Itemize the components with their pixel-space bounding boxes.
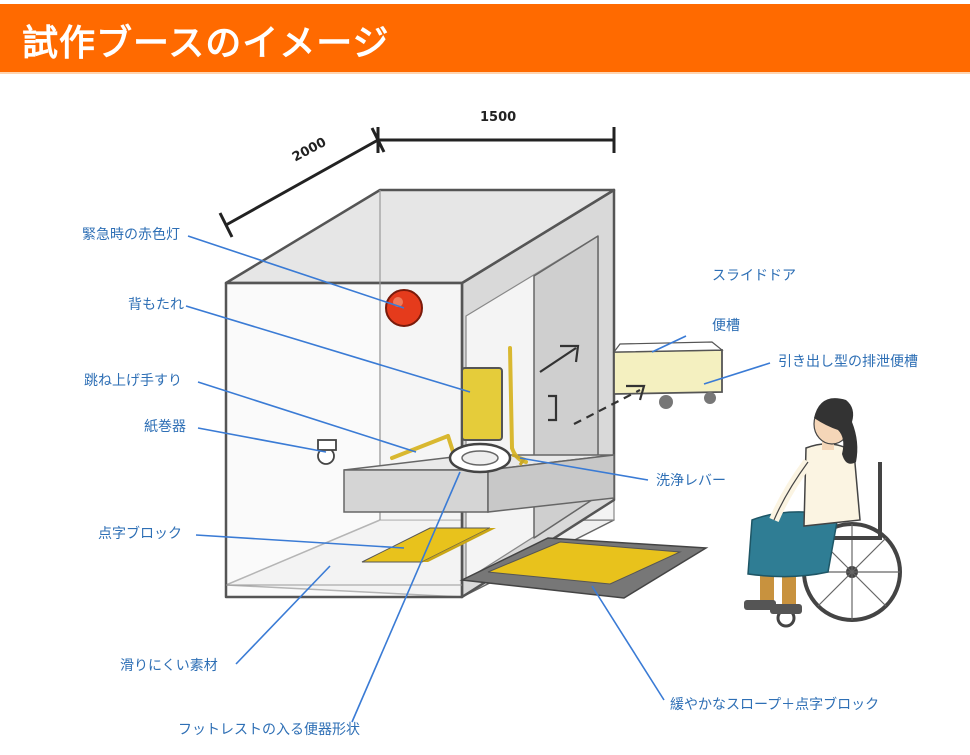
dimension-width: 1500 bbox=[480, 110, 517, 125]
dimension-lines bbox=[218, 127, 616, 238]
label-slide-door: スライドドア bbox=[712, 268, 796, 284]
wheelchair-person bbox=[744, 398, 902, 628]
toilet-bowl bbox=[448, 442, 512, 474]
leader-lines bbox=[185, 235, 771, 723]
label-flush-lever: 洗浄レバー bbox=[656, 473, 726, 489]
tactile-block-floor bbox=[361, 527, 496, 563]
label-tactile-block: 点字ブロック bbox=[98, 526, 182, 542]
paper-holder bbox=[317, 439, 337, 465]
slope-ramp bbox=[459, 537, 709, 599]
label-emergency-light: 緊急時の赤色灯 bbox=[82, 227, 180, 243]
door-arrows bbox=[539, 344, 646, 425]
label-backrest: 背もたれ bbox=[128, 297, 184, 313]
title-bar: 試作ブースのイメージ bbox=[0, 0, 970, 72]
label-flip-handrail: 跳ね上げ手すり bbox=[84, 373, 182, 389]
title-underline bbox=[0, 72, 970, 74]
label-slope-block: 緩やかなスロープ＋点字ブロック bbox=[670, 697, 880, 713]
label-paper-holder: 紙巻器 bbox=[144, 419, 186, 435]
label-drawer-tank: 引き出し型の排泄便槽 bbox=[778, 354, 918, 370]
front-wall bbox=[224, 281, 464, 599]
label-toilet-tank: 便槽 bbox=[712, 318, 740, 334]
label-non-slip-material: 滑りにくい素材 bbox=[120, 658, 218, 674]
label-footrest-toilet: フットレストの入る便器形状 bbox=[178, 722, 360, 738]
drawer-tank bbox=[612, 341, 724, 409]
backrest bbox=[461, 367, 503, 441]
page-title: 試作ブースのイメージ bbox=[22, 23, 390, 64]
